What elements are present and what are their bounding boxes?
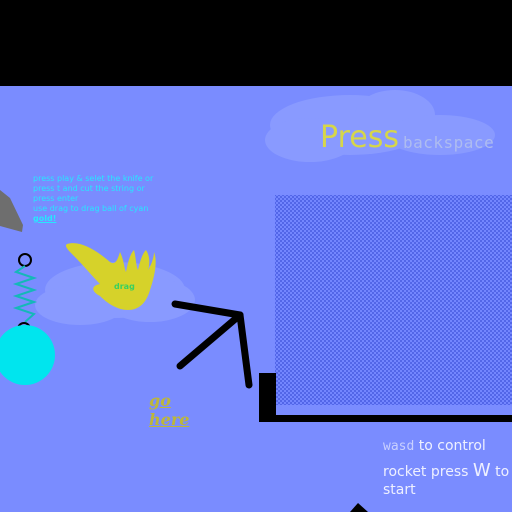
instruction-line-3: press enter [33,194,79,203]
rocket-key: W [472,460,491,481]
wasd-controls-hint: wasd to control [383,438,486,454]
hand-icon[interactable] [65,243,156,310]
container-walls [259,373,512,422]
cyan-ball[interactable] [0,325,55,385]
rocket-text-2: to start [383,464,510,498]
instruction-line-2: press t and cut the string or [33,184,145,193]
top-black-bar [0,0,512,86]
backspace-key-hint: backspace [403,133,495,152]
wasd-text: to control [418,438,486,454]
instruction-line-5: gold! [33,214,57,223]
spring-rope[interactable] [12,253,38,336]
go-here-label: go here [149,391,190,429]
wasd-key: wasd [383,439,415,454]
press-label: Press [320,120,399,155]
rocket-text-1: rocket press [383,464,469,480]
bottom-arc [350,503,368,512]
arrow-icon [171,300,253,389]
instructions: press play & selet the knife or press t … [33,174,173,224]
instruction-line-4: use drag to drag ball of cyan [33,204,149,213]
cloud-top-right [265,90,495,162]
water-pool [275,195,512,405]
instruction-line-1: press play & selet the knife or [33,174,154,183]
drag-label: drag [114,282,135,291]
rocket-start-hint: rocket press W to start [383,462,512,499]
knife-icon[interactable] [0,190,23,232]
